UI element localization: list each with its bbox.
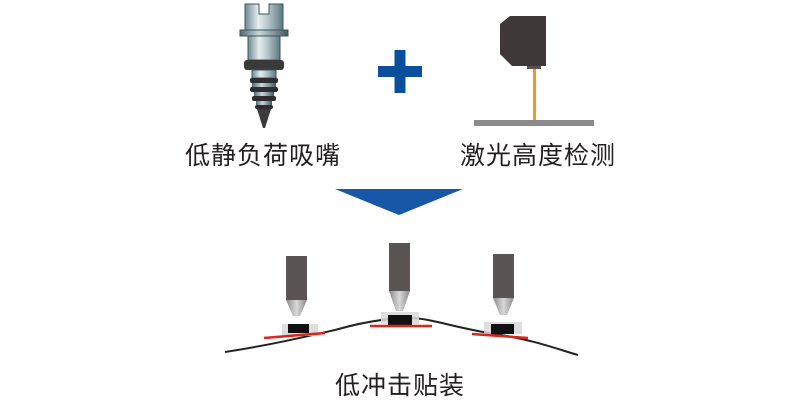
laser-beam xyxy=(533,69,536,122)
down-arrow-icon xyxy=(335,189,463,215)
placement-head-left xyxy=(263,256,326,340)
placement-head-center xyxy=(370,243,432,328)
plus-icon xyxy=(378,50,422,93)
low-impact-mounting-illustration xyxy=(224,243,579,356)
suction-nozzle-icon xyxy=(239,3,289,128)
laser-height-sensor-icon xyxy=(474,16,594,126)
result-caption: 低冲击贴装 xyxy=(335,371,466,400)
laser-caption: 激光高度检测 xyxy=(460,141,617,170)
nozzle-caption: 低静负荷吸嘴 xyxy=(185,141,342,170)
measurement-stage xyxy=(474,120,594,126)
placement-head-right xyxy=(471,254,529,340)
